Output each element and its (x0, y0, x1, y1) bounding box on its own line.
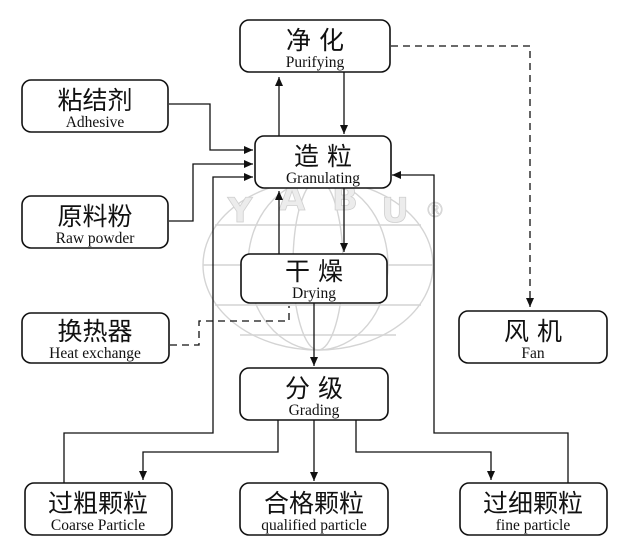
node-grading: 分 级 Grading (239, 367, 389, 421)
watermark-logo: Y A B U ® (202, 179, 445, 351)
coarse-recycle-arrow (63, 173, 253, 483)
adhesive-arrow (169, 103, 253, 154)
node-en-label: Drying (292, 285, 336, 302)
node-en-label: Heat exchange (49, 345, 141, 362)
node-drying: 干 燥 Drying (240, 253, 388, 304)
node-zh-label: 原料粉 (57, 202, 132, 231)
node-zh-label: 分 级 (285, 374, 343, 403)
node-en-label: Adhesive (66, 114, 125, 131)
node-en-label: Fan (521, 345, 545, 362)
node-zh-label: 风 机 (504, 317, 562, 346)
node-en-label: fine particle (496, 517, 571, 534)
node-box (240, 253, 388, 304)
node-box (21, 79, 169, 133)
node-en-label: Granulating (286, 170, 360, 187)
watermark-letter: Y (227, 191, 253, 231)
node-box (239, 19, 391, 73)
node-box (21, 195, 169, 249)
node-box (239, 367, 389, 421)
purify-to-fan-dashed-arrow (391, 45, 534, 307)
node-zh-label: 粘结剂 (57, 86, 132, 115)
node-zh-label: 合格颗粒 (264, 489, 364, 518)
node-en-label: Coarse Particle (51, 517, 145, 534)
connectors (63, 45, 569, 483)
node-purifying: 净 化 Purifying (239, 19, 391, 73)
fine-recycle-arrow (392, 171, 569, 483)
node-box (239, 482, 389, 536)
node-coarse-particle: 过粗颗粒 Coarse Particle (24, 482, 173, 536)
node-en-label: Grading (289, 402, 340, 419)
node-box (24, 482, 173, 536)
node-fan: 风 机 Fan (458, 310, 608, 364)
node-zh-label: 干 燥 (285, 257, 343, 286)
grade-to-fine-arrow (355, 420, 495, 480)
node-zh-label: 造 粒 (294, 142, 352, 171)
node-qualified-particle: 合格颗粒 qualified particle (239, 482, 389, 536)
node-zh-label: 换热器 (57, 317, 132, 346)
grade-to-coarse-arrow (139, 420, 279, 480)
node-zh-label: 过粗颗粒 (48, 489, 148, 518)
node-raw-powder: 原料粉 Raw powder (21, 195, 169, 249)
node-fine-particle: 过细颗粒 fine particle (459, 482, 608, 536)
node-adhesive: 粘结剂 Adhesive (21, 79, 169, 133)
node-heat-exchange: 换热器 Heat exchange (21, 312, 170, 364)
node-box (459, 482, 608, 536)
node-box (254, 135, 392, 189)
node-en-label: qualified particle (261, 517, 367, 534)
watermark-registered: ® (425, 198, 445, 222)
node-en-label: Raw powder (56, 230, 136, 247)
node-box (21, 312, 170, 364)
raw-powder-arrow (169, 160, 253, 222)
watermark-letter: U (381, 191, 409, 231)
node-zh-label: 过细颗粒 (483, 489, 583, 518)
node-granulating: 造 粒 Granulating (254, 135, 392, 189)
heat-exchange-dashed-line (170, 306, 290, 346)
node-zh-label: 净 化 (286, 26, 344, 55)
node-en-label: Purifying (286, 54, 345, 71)
node-box (458, 310, 608, 364)
